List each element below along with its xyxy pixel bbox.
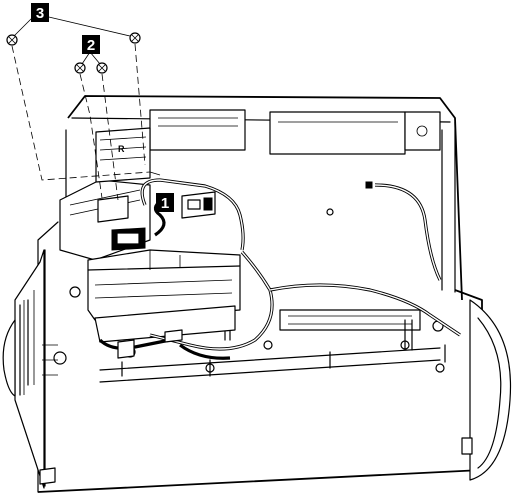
- callout-2-label: 2: [87, 37, 95, 54]
- screw-set-3: [6, 32, 141, 46]
- callout-1: 1: [156, 193, 174, 212]
- drive-bay-mark: R: [118, 144, 125, 154]
- callout-2: 2: [82, 35, 100, 54]
- screw-set-2: [74, 62, 108, 74]
- callout-1-label: 1: [161, 195, 169, 212]
- callout-3: 3: [31, 3, 49, 22]
- power-supply: [87, 249, 241, 343]
- callout-3-label: 3: [36, 5, 44, 22]
- drive-cage: R: [59, 127, 151, 261]
- screw-icon: [96, 62, 108, 74]
- screw-icon: [74, 62, 86, 74]
- system-board-connector: [117, 191, 216, 359]
- screw-icon: [6, 34, 18, 46]
- screw-icon: [129, 32, 141, 44]
- chassis-frame: [2, 95, 512, 493]
